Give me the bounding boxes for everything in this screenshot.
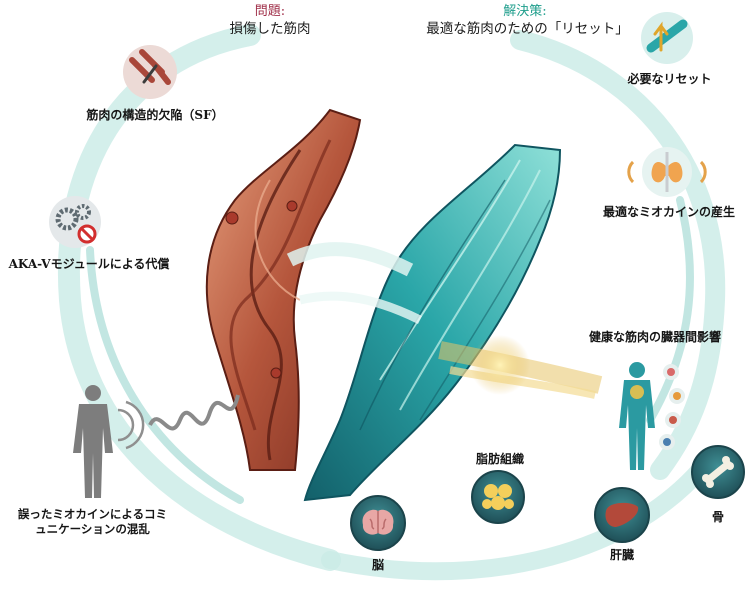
solution-kicker: 解決策: <box>503 4 547 19</box>
adipose-cells-icon <box>471 470 525 524</box>
myokine-flow <box>438 335 603 399</box>
thyroid-waves-icon <box>627 147 707 197</box>
label-myokine-production: 最適なミオカインの産生 <box>602 205 735 219</box>
signal-wave <box>148 394 240 431</box>
reset-arrow-icon <box>641 12 693 64</box>
body-organs-icon <box>619 362 685 470</box>
transition-wisps <box>286 242 423 325</box>
label-miscommunication-2: ュニケーションの混乱 <box>35 522 150 536</box>
damaged-muscle <box>205 108 362 471</box>
label-reset: 必要なリセット <box>627 72 712 86</box>
label-brain: 脳 <box>371 558 384 572</box>
torn-muscle-icon <box>123 45 177 99</box>
problem-title: 損傷した筋肉 <box>229 21 311 37</box>
label-adipose: 脂肪組織 <box>475 452 524 466</box>
label-miscommunication-1: 誤ったミオカインによるコミ <box>17 507 168 521</box>
solution-title: 最適な筋肉のための「リセット」 <box>426 21 629 37</box>
healthy-muscle <box>303 143 562 502</box>
brain-icon <box>350 495 406 551</box>
label-organ-crosstalk: 健康な筋肉の臓器間影響 <box>588 330 721 344</box>
human-silhouette-icon <box>73 385 113 498</box>
problem-kicker: 問題: <box>254 4 286 19</box>
signal-arcs <box>117 400 145 450</box>
label-liver: 肝臓 <box>609 548 634 562</box>
label-bone: 骨 <box>711 510 724 524</box>
gears-blocked-icon <box>49 196 101 248</box>
liver-icon <box>594 487 650 543</box>
label-structural-defect: 筋肉の構造的欠陥（SF） <box>86 108 224 122</box>
bone-icon <box>691 445 745 499</box>
label-compensation: AKA-Vモジュールによる代償 <box>8 257 170 271</box>
